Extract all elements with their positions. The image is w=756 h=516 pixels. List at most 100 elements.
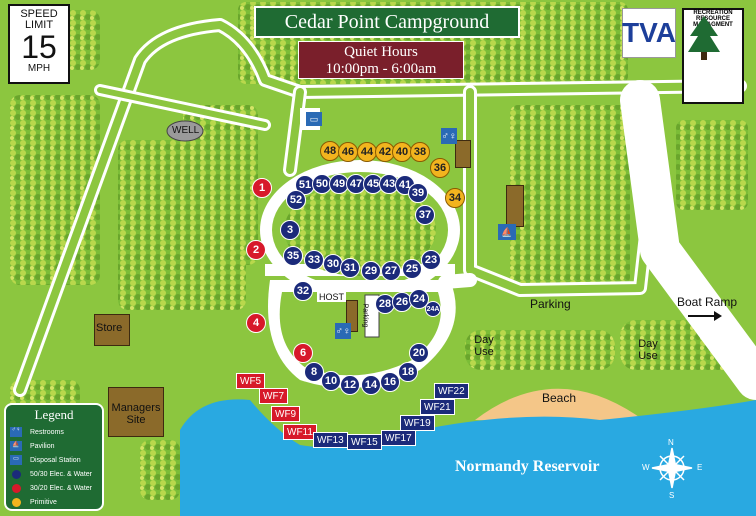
restroom-icon: ♂♀ — [335, 323, 351, 339]
site-wf22[interactable]: WF22 — [434, 383, 469, 399]
red-dot-icon — [12, 483, 21, 493]
speed-limit-line1: SPEED — [20, 8, 58, 20]
well-label: WELL — [172, 125, 200, 136]
site-3[interactable]: 3 — [280, 220, 300, 240]
site-10[interactable]: 10 — [321, 371, 341, 391]
site-wf9[interactable]: WF9 — [271, 406, 301, 422]
blue-dot-icon — [12, 469, 21, 479]
legend-item: ▭ Disposal Station — [10, 453, 98, 467]
site-35[interactable]: 35 — [283, 246, 303, 266]
site-36[interactable]: 36 — [430, 158, 450, 178]
site-1[interactable]: 1 — [252, 178, 272, 198]
site-30[interactable]: 30 — [323, 254, 343, 274]
site-wf13[interactable]: WF13 — [313, 432, 348, 448]
site-45[interactable]: 45 — [363, 174, 383, 194]
site-8[interactable]: 8 — [304, 362, 324, 382]
legend-item: ⛵ Pavilion — [10, 439, 98, 453]
site-2[interactable]: 2 — [246, 240, 266, 260]
site-48[interactable]: 48 — [320, 141, 340, 161]
legend-label: Primitive — [30, 498, 57, 506]
site-26[interactable]: 26 — [392, 292, 412, 312]
pavilion-icon: ⛵ — [10, 441, 22, 451]
rrm-line1: RECREATION — [693, 10, 733, 16]
quiet-hours-label: Quiet Hours — [344, 44, 418, 60]
shelter-building — [506, 185, 524, 227]
site-33[interactable]: 33 — [304, 250, 324, 270]
yellow-dot-icon — [12, 497, 21, 507]
site-32[interactable]: 32 — [293, 281, 313, 301]
site-27[interactable]: 27 — [381, 261, 401, 281]
site-29[interactable]: 29 — [361, 261, 381, 281]
legend-item: 30/20 Elec. & Water — [10, 481, 98, 495]
site-44[interactable]: 44 — [357, 142, 377, 162]
boat-ramp-label: Boat Ramp — [677, 295, 738, 309]
speed-limit-unit: MPH — [27, 63, 51, 74]
roads — [13, 18, 756, 400]
rrm-line2: RESOURCE — [695, 16, 730, 22]
site-34[interactable]: 34 — [445, 188, 465, 208]
rrm-line3: MANAGMENT — [693, 22, 733, 28]
site-4[interactable]: 4 — [246, 313, 266, 333]
site-18[interactable]: 18 — [398, 362, 418, 382]
site-52[interactable]: 52 — [286, 190, 306, 210]
parking-label: Parking — [530, 297, 571, 311]
restroom-icon: ♂♀ — [441, 128, 457, 144]
site-wf5[interactable]: WF5 — [236, 373, 266, 389]
site-40[interactable]: 40 — [392, 142, 412, 162]
parking-vertical-label: Parking — [361, 303, 369, 328]
legend-item: ♂♀ Restrooms — [10, 425, 98, 439]
speed-limit-number: 15 — [21, 29, 57, 65]
site-24[interactable]: 24 — [409, 289, 429, 309]
disposal-icon: ▭ — [10, 455, 22, 465]
site-wf19[interactable]: WF19 — [400, 415, 435, 431]
campground-title: Cedar Point Campground — [254, 6, 520, 38]
restroom-icon: ♂♀ — [10, 427, 22, 437]
site-23[interactable]: 23 — [421, 250, 441, 270]
managers-site-label: Managers Site — [111, 402, 161, 426]
site-46[interactable]: 46 — [338, 142, 358, 162]
pavilion-building — [455, 140, 471, 168]
site-38[interactable]: 38 — [410, 142, 430, 162]
site-39[interactable]: 39 — [408, 183, 428, 203]
site-wf15[interactable]: WF15 — [347, 434, 382, 450]
store-building — [94, 314, 130, 346]
store-label: Store — [96, 322, 123, 334]
site-wf21[interactable]: WF21 — [420, 399, 455, 415]
site-47[interactable]: 47 — [346, 174, 366, 194]
quiet-hours-sign: Quiet Hours 10:00pm - 6:00am — [298, 41, 464, 79]
site-49[interactable]: 49 — [329, 174, 349, 194]
tva-logo: TVA — [622, 8, 676, 58]
site-6[interactable]: 6 — [293, 343, 313, 363]
site-31[interactable]: 31 — [340, 258, 360, 278]
legend-label: 30/20 Elec. & Water — [30, 484, 92, 492]
beach-label: Beach — [542, 391, 577, 405]
site-37[interactable]: 37 — [415, 205, 435, 225]
site-20[interactable]: 20 — [409, 343, 429, 363]
site-wf11[interactable]: WF11 — [283, 424, 317, 440]
site-43[interactable]: 43 — [379, 174, 399, 194]
site-wf7[interactable]: WF7 — [259, 388, 289, 404]
day-use-label-2: Day Use — [638, 338, 658, 362]
legend-label: Disposal Station — [30, 456, 81, 464]
recreation-resource-management-logo: RECREATION RESOURCE MANAGMENT — [682, 8, 744, 104]
legend-label: Pavilion — [30, 442, 55, 450]
site-wf17[interactable]: WF17 — [381, 430, 416, 446]
site-12[interactable]: 12 — [340, 375, 360, 395]
compass-e: E — [697, 463, 703, 472]
site-14[interactable]: 14 — [361, 375, 381, 395]
site-42[interactable]: 42 — [375, 142, 395, 162]
legend-item: 50/30 Elec. & Water — [10, 467, 98, 481]
site-25[interactable]: 25 — [402, 259, 422, 279]
boat-launch-icon: ⛵ — [498, 224, 516, 240]
managers-site-building — [108, 387, 164, 437]
legend-label: Restrooms — [30, 428, 64, 436]
compass-s: S — [669, 491, 675, 500]
disposal-icon: ▭ — [306, 112, 322, 126]
site-16[interactable]: 16 — [380, 372, 400, 392]
compass-rose — [651, 447, 693, 489]
legend-item: Primitive — [10, 495, 98, 509]
site-24a[interactable]: 24A — [425, 301, 441, 317]
speed-limit-sign: SPEED LIMIT 15 MPH — [8, 4, 70, 84]
legend-title: Legend — [34, 407, 74, 422]
